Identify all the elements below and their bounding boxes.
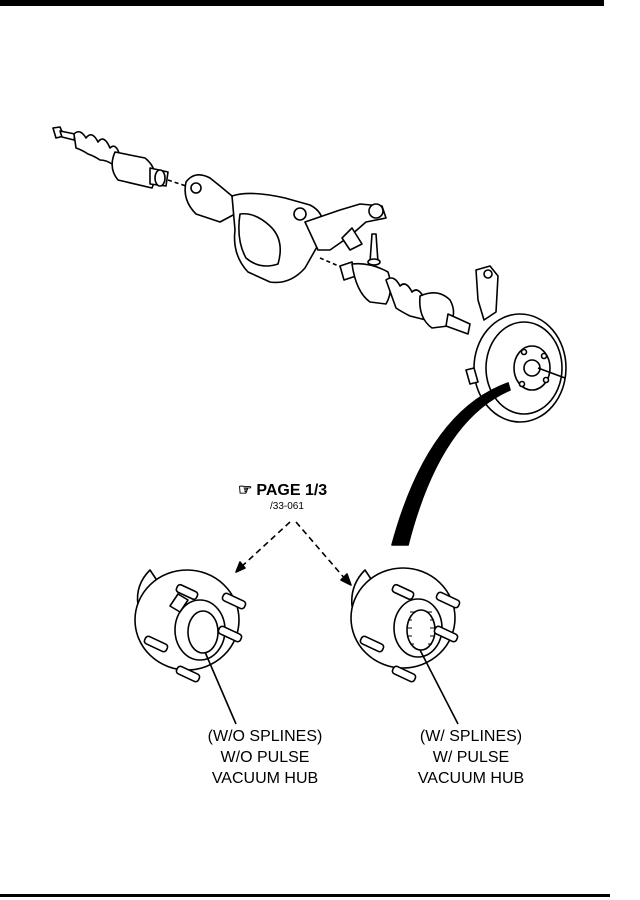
hub-with-splines [350, 567, 461, 725]
page-reference: ☞ PAGE 1/3 /33-061 [238, 482, 358, 512]
differential-housing [184, 174, 387, 284]
hub-label-line: VACUUM HUB [211, 770, 319, 787]
left-axle-shaft [52, 126, 187, 189]
top-border-rule [0, 0, 604, 6]
callout-arrow [391, 382, 511, 546]
right-axle-shaft [339, 261, 471, 335]
hub-without-splines [134, 569, 247, 725]
hub-label-line: (W/ SPLINES) [419, 728, 523, 745]
leader-arrowheads [235, 561, 352, 586]
hub-label-without-splines: (W/O SPLINES) W/O PULSE VACUUM HUB [180, 726, 350, 789]
hub-label-line: (W/O SPLINES) [207, 728, 323, 745]
page-reference-label: PAGE 1/3 [256, 482, 328, 499]
hub-label-with-splines: (W/ SPLINES) W/ PULSE VACUUM HUB [393, 726, 549, 789]
hub-label-line: VACUUM HUB [417, 770, 525, 787]
pointing-hand-icon: ☞ [238, 482, 253, 499]
hub-label-line: W/O PULSE [220, 749, 310, 766]
reference-leaders [239, 521, 347, 581]
page-reference-code: /33-061 [270, 501, 304, 512]
bottom-border-rule [0, 894, 610, 897]
hub-label-line: W/ PULSE [432, 749, 510, 766]
